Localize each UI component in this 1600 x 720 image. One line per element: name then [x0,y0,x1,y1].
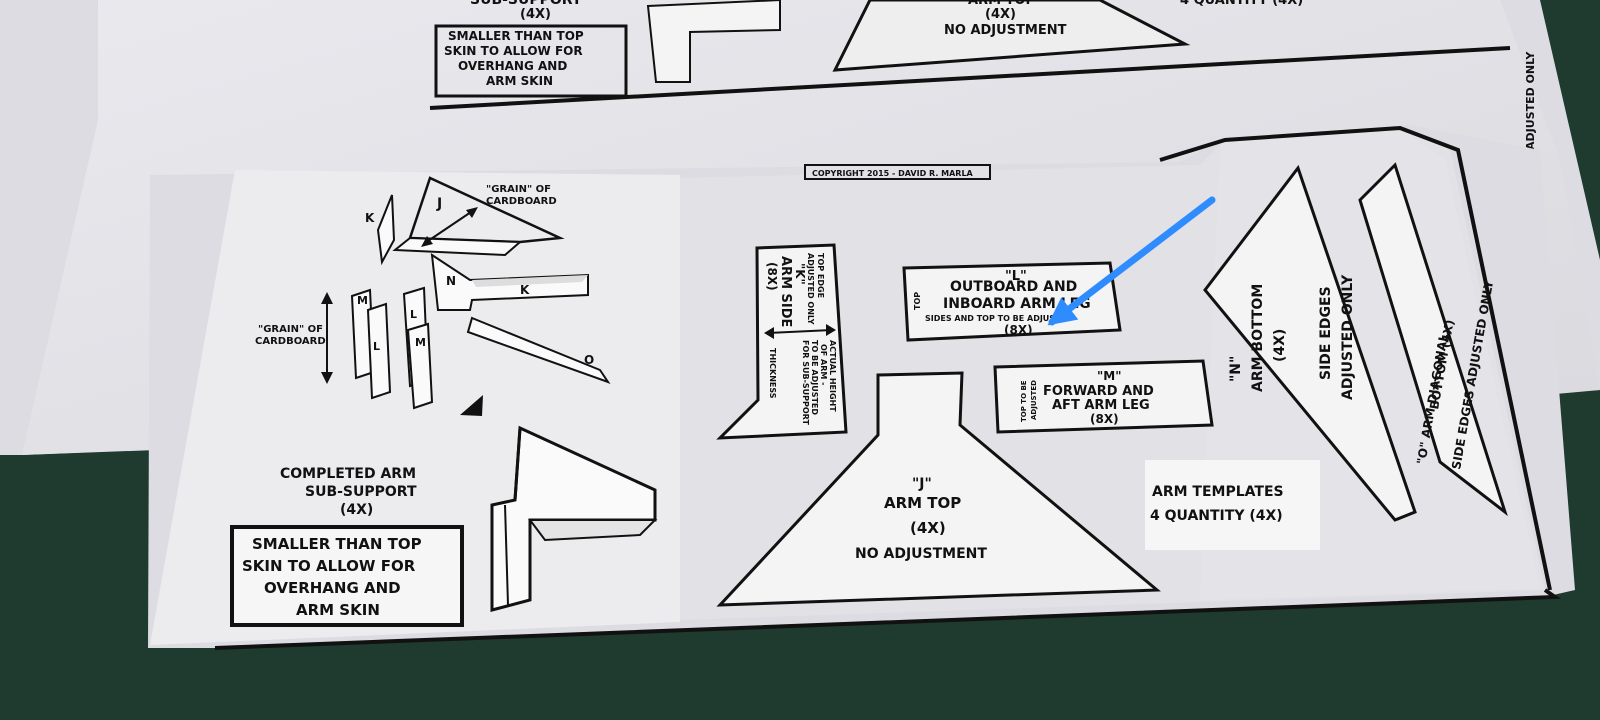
label-m2: M [415,336,426,349]
top-smaller-line3: OVERHANG AND [458,59,567,73]
k-actual-1: ACTUAL HEIGHT [828,340,837,412]
smaller-line1: SMALLER THAN TOP [252,535,422,553]
quantity-line1: ARM TEMPLATES [1152,484,1284,500]
n-name: "N" [1228,356,1244,382]
n-note2: ADJUSTED ONLY [1340,274,1356,400]
completed-arm: COMPLETED ARM SUB-SUPPORT (4X) SMALLER T… [230,425,658,627]
k-actual-5: THICKNESS [768,348,777,399]
completed-line1: COMPLETED ARM [280,466,416,482]
n-title: ARM BOTTOM [1250,284,1266,392]
k-actual-2: OF ARM - [819,344,828,385]
l-line1: OUTBOARD AND [950,279,1077,295]
m-top-note-2: ADJUSTED [1030,380,1038,420]
grain-left-1: "GRAIN" OF [258,324,323,335]
j-qty: (4X) [910,519,946,537]
k-actual-4: FOR SUB-SUPPORT [801,340,810,425]
l-name: "L" [1005,269,1027,284]
k-name: "K" [793,263,807,285]
j-name: "J" [912,476,932,492]
top-smaller-line2: SKIN TO ALLOW FOR [444,44,583,58]
template-n: "N" ARM BOTTOM (4X) SIDE EDGES ADJUSTED … [1203,164,1417,522]
label-o: O [584,353,594,367]
label-l2: L [410,308,417,321]
annotation-arrow [1047,196,1216,326]
m-line2: AFT ARM LEG [1052,398,1150,413]
l-note: SIDES AND TOP TO BE ADJUSTED [925,314,1073,323]
top-subsupport-text: SUB-SUPPORT [470,0,582,8]
top-armtop-adj: NO ADJUSTMENT [944,23,1067,38]
template-m: TOP TO BE ADJUSTED "M" FORWARD AND AFT A… [993,359,1214,434]
m-top-note-1: TOP TO BE [1020,380,1028,422]
top-quantity: 4 QUANTITY (4X) [1180,0,1303,8]
smaller-line4: ARM SKIN [296,601,380,619]
exploded-diagram: J "GRAIN" OF CARDBOARD K N K O "GRAIN" O… [255,176,611,416]
top-smaller-line4: ARM SKIN [486,74,553,88]
label-k-top: K [365,211,375,225]
n-qty: (4X) [1272,329,1288,362]
smaller-line3: OVERHANG AND [264,579,401,597]
copyright-text: COPYRIGHT 2015 - DAVID R. MARLA [812,169,974,178]
label-m1: M [357,294,368,307]
top-qty-left: (4X) [520,7,551,22]
l-top: TOP [913,292,922,310]
l-qty: (8X) [1004,323,1033,337]
label-k-mid: K [520,283,530,297]
m-qty: (8X) [1090,412,1119,426]
template-k: TOP EDGE ADJUSTED ONLY "K" ARM SIDE (8X)… [716,243,848,440]
top-armtop: ARM TOP [968,0,1035,8]
quantity-line2: 4 QUANTITY (4X) [1150,508,1283,524]
j-title: ARM TOP [884,494,961,512]
k-actual-3: TO BE ADJUSTED [810,340,819,415]
grain-top-1: "GRAIN" OF [486,184,551,195]
grain-left-2: CARDBOARD [255,336,326,347]
template-j: "J" ARM TOP (4X) NO ADJUSTMENT [716,371,1161,607]
quantity-box: ARM TEMPLATES 4 QUANTITY (4X) [1145,460,1320,550]
top-armtop-qty: (4X) [985,7,1016,22]
m-name: "M" [1097,369,1121,383]
k-top-edge-1: TOP EDGE [816,253,825,298]
k-title: ARM SIDE [778,256,793,327]
template-l: TOP "L" OUTBOARD AND INBOARD ARM LEG SID… [902,261,1122,342]
label-l1: L [373,340,380,353]
k-qty: (8X) [765,262,779,291]
completed-line2: SUB-SUPPORT [305,484,417,500]
k-top-edge-2: ADJUSTED ONLY [806,253,815,325]
j-adj: NO ADJUSTMENT [855,546,987,562]
label-n: N [446,274,456,288]
top-side-margin: ADJUSTED ONLY [1524,51,1537,150]
label-j: J [436,196,442,212]
grain-top-2: CARDBOARD [486,196,557,207]
top-smaller-line1: SMALLER THAN TOP [448,29,584,43]
completed-line3: (4X) [340,502,373,518]
smaller-line2: SKIN TO ALLOW FOR [242,557,416,575]
n-note1: SIDE EDGES [1318,286,1334,380]
m-line1: FORWARD AND [1043,384,1154,399]
